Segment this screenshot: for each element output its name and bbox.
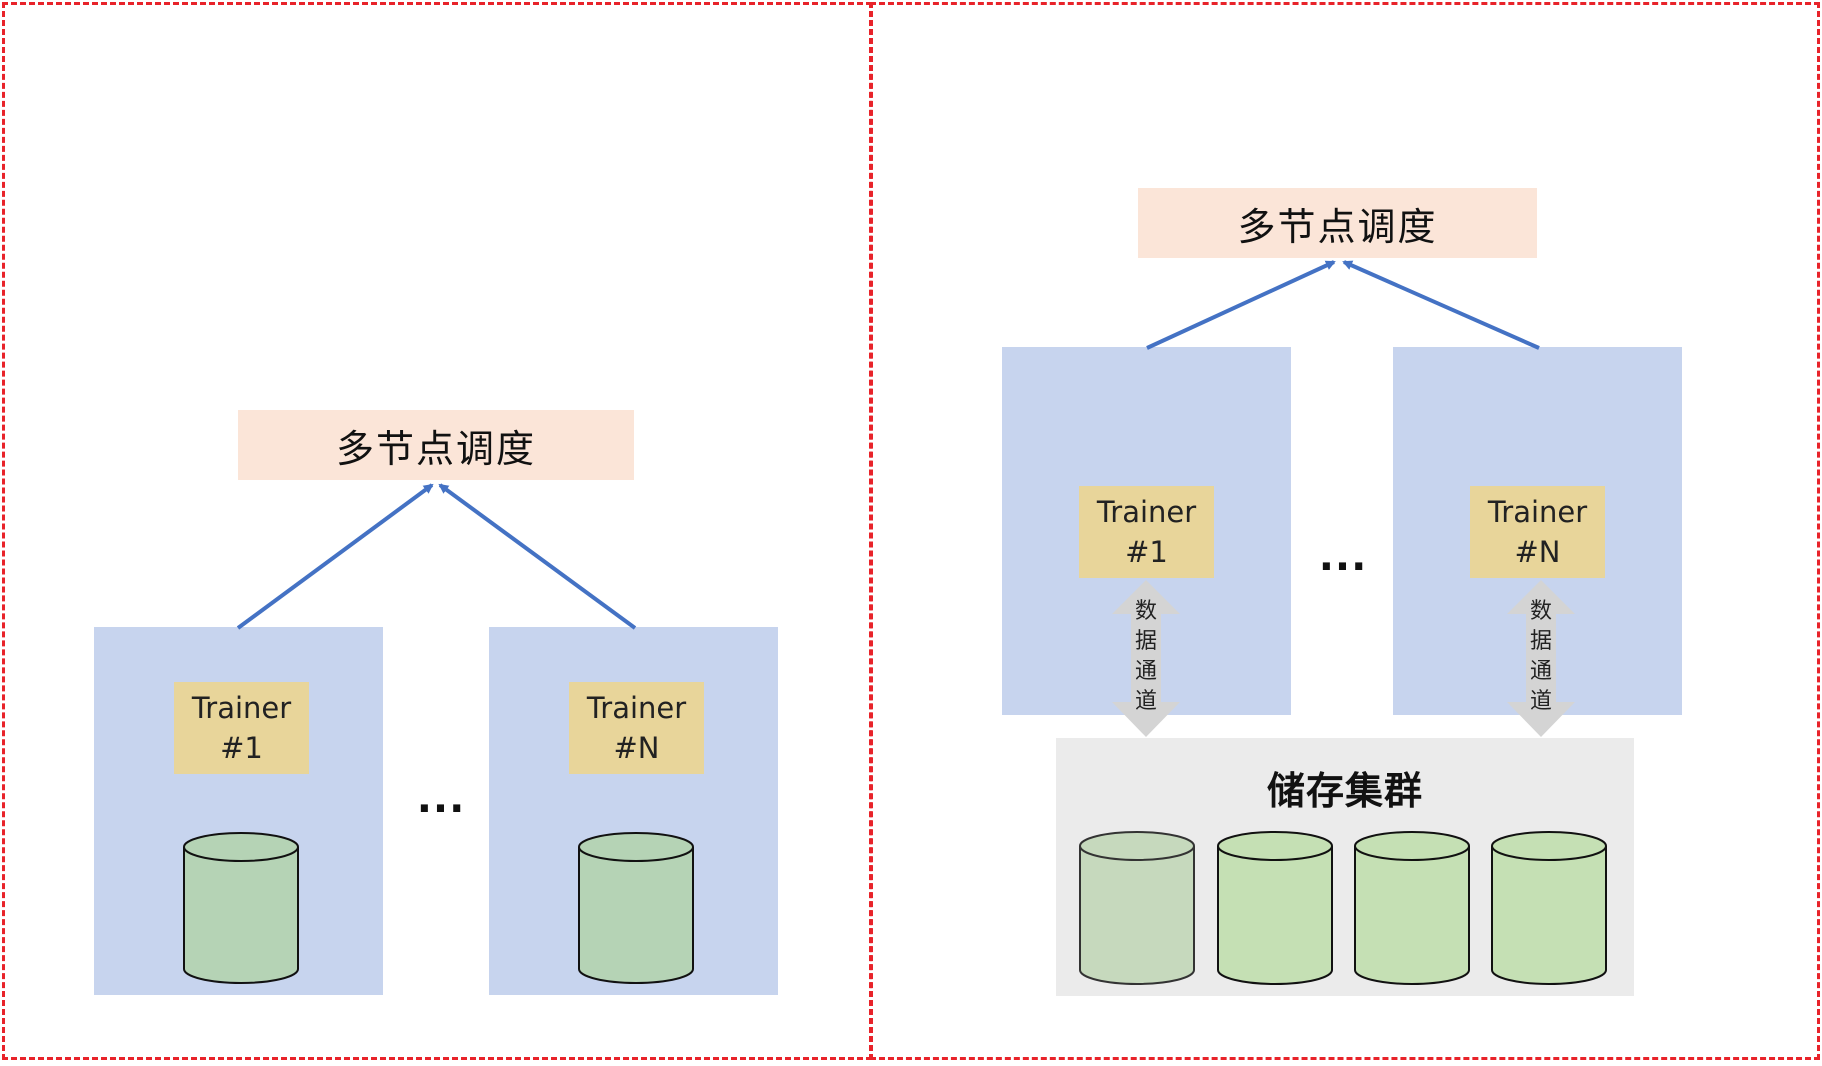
left-trainer-n-line1: Trainer [586, 691, 687, 725]
left-ellipsis: ... [416, 776, 466, 822]
channel-n-char-4: 道 [1529, 689, 1552, 714]
channel-n-char-2: 据 [1529, 629, 1552, 654]
left-trainer-n-line2: #N [613, 731, 660, 765]
channel-1-char-4: 道 [1134, 689, 1157, 714]
right-trainer-n-line2: #N [1514, 535, 1561, 569]
left-trainer-1-line1: Trainer [191, 691, 292, 725]
left-scheduler-box: 多节点调度 [238, 410, 634, 480]
right-trainer-1-line2: #1 [1125, 535, 1168, 569]
right-channel-1-label: 数 据 通 道 [1126, 597, 1166, 717]
right-channel-n-label: 数 据 通 道 [1521, 597, 1561, 717]
left-trainer-1-line2: #1 [220, 731, 263, 765]
storage-cluster: 储存集群 [1056, 738, 1634, 996]
channel-1-char-3: 通 [1134, 659, 1157, 684]
right-trainer-n: Trainer #N [1470, 486, 1605, 578]
left-trainer-1: Trainer #1 [174, 682, 309, 774]
left-trainer-n: Trainer #N [569, 682, 704, 774]
channel-1-char-2: 据 [1134, 629, 1157, 654]
right-trainer-1-line1: Trainer [1096, 495, 1197, 529]
right-scheduler-box: 多节点调度 [1138, 188, 1537, 258]
right-trainer-1: Trainer #1 [1079, 486, 1214, 578]
right-scheduler-label: 多节点调度 [1237, 204, 1438, 249]
right-panel [870, 2, 1820, 1060]
left-scheduler-label: 多节点调度 [335, 426, 536, 471]
channel-1-char-1: 数 [1134, 599, 1157, 624]
storage-cluster-title: 储存集群 [1266, 769, 1423, 813]
channel-n-char-3: 通 [1529, 659, 1552, 684]
channel-n-char-1: 数 [1529, 599, 1552, 624]
right-ellipsis: ... [1318, 534, 1368, 580]
right-trainer-n-line1: Trainer [1487, 495, 1588, 529]
